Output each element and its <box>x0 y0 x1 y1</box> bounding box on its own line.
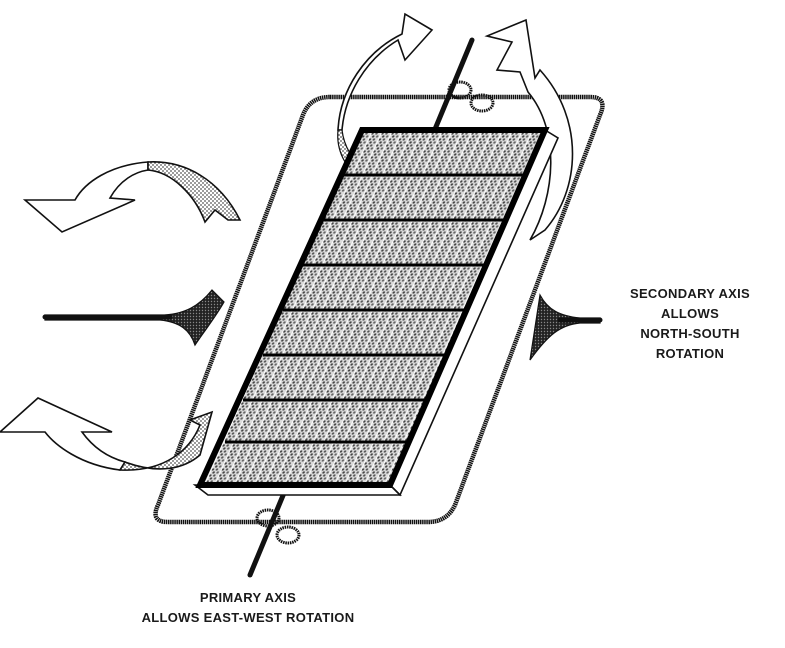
primary-axis-label: PRIMARY AXIS ALLOWS EAST-WEST ROTATION <box>88 588 408 628</box>
primary-axis-label-line1: PRIMARY AXIS <box>199 590 297 605</box>
primary-axis-label-line2: ALLOWS EAST-WEST ROTATION <box>141 610 355 625</box>
solar-panel <box>195 127 550 488</box>
left-upper-rotation-arrow <box>22 161 242 233</box>
secondary-axis-label-line3: NORTH-SOUTH <box>640 326 740 341</box>
secondary-axis-label-line4: ROTATION <box>655 346 725 361</box>
secondary-axis-right-shaft <box>529 293 603 361</box>
secondary-axis-label-line1: SECONDARY AXIS <box>629 286 751 301</box>
gimbal-frame <box>153 94 605 525</box>
secondary-axis-left-shaft <box>42 289 225 347</box>
panel-row-dividers <box>225 173 525 444</box>
secondary-axis-label-line2: ALLOWS <box>660 306 720 321</box>
secondary-axis-label: SECONDARY AXIS ALLOWS NORTH-SOUTH ROTATI… <box>598 284 782 364</box>
top-right-rotation-arrow <box>484 18 574 241</box>
top-axis-bearing <box>447 80 495 113</box>
left-lower-rotation-arrow <box>0 397 214 471</box>
bottom-axis-bearing <box>255 508 301 545</box>
